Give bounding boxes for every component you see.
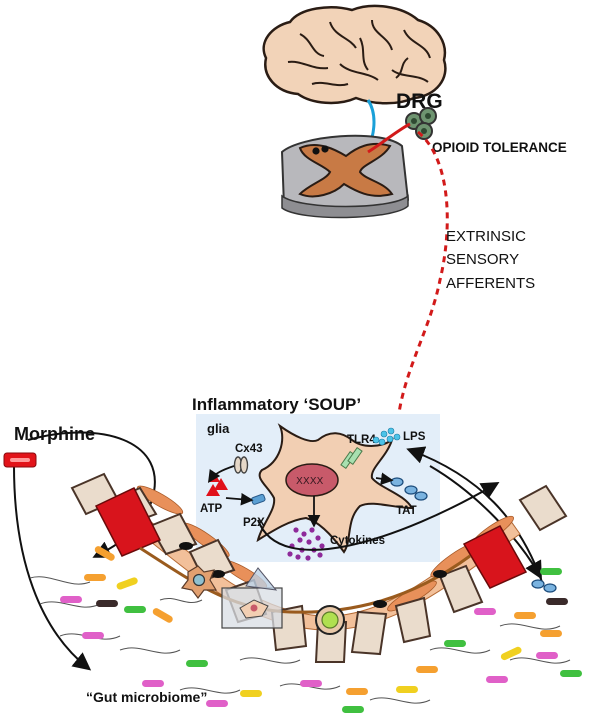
bacteria-icon [29,546,582,713]
glia-label: glia [207,421,230,436]
extrinsic-label: EXTRINSIC [446,228,526,245]
cytokines-label: Cytokines [330,535,385,547]
tat-label: TAT [396,505,417,517]
extrinsic-afferent-path [396,130,449,421]
sensory-label: SENSORY [446,251,519,268]
dna-glyph: XXXX [296,476,324,487]
afferents-label: AFFERENTS [446,275,535,292]
cx43-label: Cx43 [235,443,263,455]
cytokine-dots [287,527,325,561]
glia-cell-icon: XXXX [256,423,414,554]
lps-label: LPS [403,431,426,443]
drg-label: DRG [396,90,443,113]
spinal-cord-icon [280,134,410,219]
gut-wall-icon [70,472,568,663]
enteric-glia-icon [180,565,218,599]
tlr4-receptor-icon [340,447,363,469]
tlr4-label: TLR4 [347,434,376,446]
drg-to-cord-line [367,122,411,154]
atp-label: ATP [200,503,222,515]
cx43-channel-icon [233,456,249,474]
p2x-label: P2X [243,517,265,529]
lps-molecules [372,427,401,446]
brain-icon [262,4,447,105]
inflammatory-soup-label: Inflammatory ‘SOUP’ [192,395,361,414]
soup-arrows [208,465,394,528]
opioid-tolerance-label: OPIOID TOLERANCE [432,140,567,155]
morphine-pill-icon [3,452,37,468]
enteric-nerve-fiber [139,546,471,614]
gut-microbiome-label: “Gut microbiome” [86,689,207,705]
morphine-label: Morphine [14,424,95,444]
glia-inset-box [221,567,283,629]
enteric-neuron-icon [315,605,345,635]
